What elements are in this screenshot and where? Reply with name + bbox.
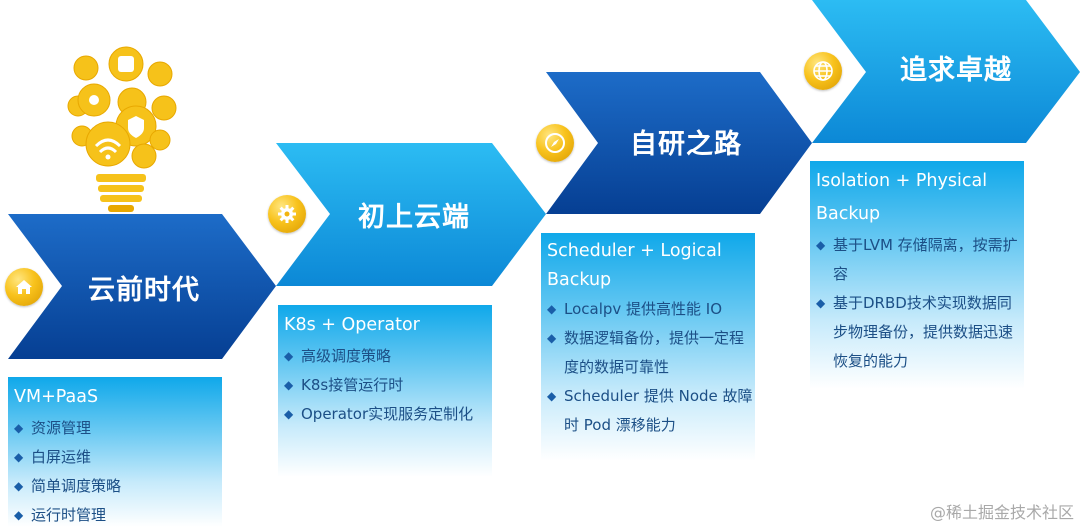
list-item: 简单调度策略	[14, 472, 222, 501]
list-item: 基于DRBD技术实现数据同步物理备份，提供数据迅速恢复的能力	[816, 289, 1024, 376]
list-item: 运行时管理	[14, 501, 222, 530]
list-item: 高级调度策略	[284, 342, 492, 371]
stage-4-panel: Isolation + Physical Backup 基于LVM 存储隔离，按…	[810, 161, 1024, 389]
stage-2-heading: K8s + Operator	[284, 315, 420, 335]
stage-4-heading: Isolation + Physical Backup	[816, 171, 988, 224]
stage-2-arrow	[276, 143, 546, 286]
compass-icon	[536, 124, 574, 162]
stage-3-panel: Scheduler + Logical Backup Localpv 提供高性能…	[541, 233, 755, 461]
stage-2-title: 初上云端	[358, 202, 470, 233]
list-item: Operator实现服务定制化	[284, 400, 492, 429]
stage-1-arrow	[8, 214, 276, 359]
stage-2-panel: K8s + Operator 高级调度策略 K8s接管运行时 Operator实…	[278, 305, 492, 477]
stage-3-heading: Scheduler + Logical Backup	[547, 241, 722, 290]
globe-icon	[804, 52, 842, 90]
home-icon	[5, 268, 43, 306]
list-item: 基于LVM 存储隔离，按需扩容	[816, 231, 1024, 289]
stage-1-heading: VM+PaaS	[14, 387, 99, 407]
list-item: Scheduler 提供 Node 故障时 Pod 漂移能力	[547, 382, 755, 440]
stage-1-list: 资源管理 白屏运维 简单调度策略 运行时管理	[14, 414, 222, 530]
list-item: 数据逻辑备份，提供一定程度的数据可靠性	[547, 324, 755, 382]
stage-4-title: 追求卓越	[900, 55, 1012, 86]
stage-3-arrow	[546, 72, 812, 214]
lightbulb-gears-icon	[67, 46, 177, 212]
list-item: K8s接管运行时	[284, 371, 492, 400]
stage-4-arrow	[812, 0, 1080, 143]
list-item: 资源管理	[14, 414, 222, 443]
stage-3-title: 自研之路	[630, 129, 742, 160]
stage-2-list: 高级调度策略 K8s接管运行时 Operator实现服务定制化	[284, 342, 492, 429]
stage-1-title: 云前时代	[88, 275, 200, 306]
watermark: @稀土掘金技术社区	[929, 503, 1074, 522]
stage-4-list: 基于LVM 存储隔离，按需扩容 基于DRBD技术实现数据同步物理备份，提供数据迅…	[816, 231, 1024, 376]
gear-icon	[268, 195, 306, 233]
list-item: 白屏运维	[14, 443, 222, 472]
stage-1-panel: VM+PaaS 资源管理 白屏运维 简单调度策略 运行时管理	[8, 377, 222, 530]
stage-3-list: Localpv 提供高性能 IO 数据逻辑备份，提供一定程度的数据可靠性 Sch…	[547, 295, 755, 440]
list-item: Localpv 提供高性能 IO	[547, 295, 755, 324]
